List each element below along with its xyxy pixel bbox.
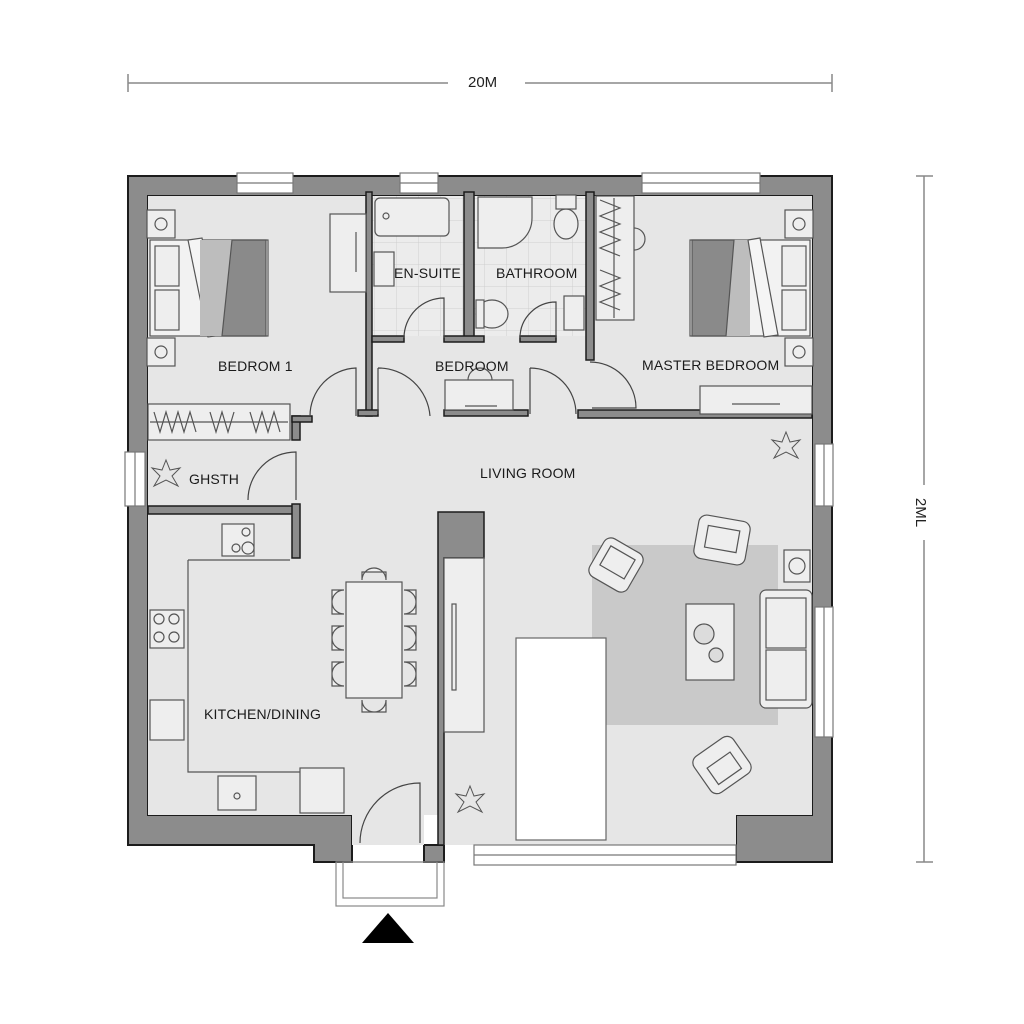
entry-porch [335,861,445,907]
room-label-ghsth: GHSTH [189,471,239,487]
doors [247,297,637,844]
room-label-bedroom-1: BEDROM 1 [218,358,293,374]
room-label-kitchen-dining: KITCHEN/DINING [204,706,322,722]
room-label-en-suite: EN-SUITE [394,265,461,281]
entrance-arrow [362,913,414,943]
furniture [146,194,814,841]
room-label-bathroom: BATHROOM [496,265,578,281]
windows [124,172,834,866]
dimension-height [916,175,933,863]
dimension-width-label: 20M [468,74,498,91]
dimension-height-label: 2ML [912,497,930,528]
room-label-bedroom: BEDROOM [435,358,509,374]
room-label-living-room: LIVING ROOM [480,465,576,481]
plants [150,430,802,814]
room-label-master-bedroom: MASTER BEDROOM [642,357,780,373]
dimension-width [127,74,833,92]
